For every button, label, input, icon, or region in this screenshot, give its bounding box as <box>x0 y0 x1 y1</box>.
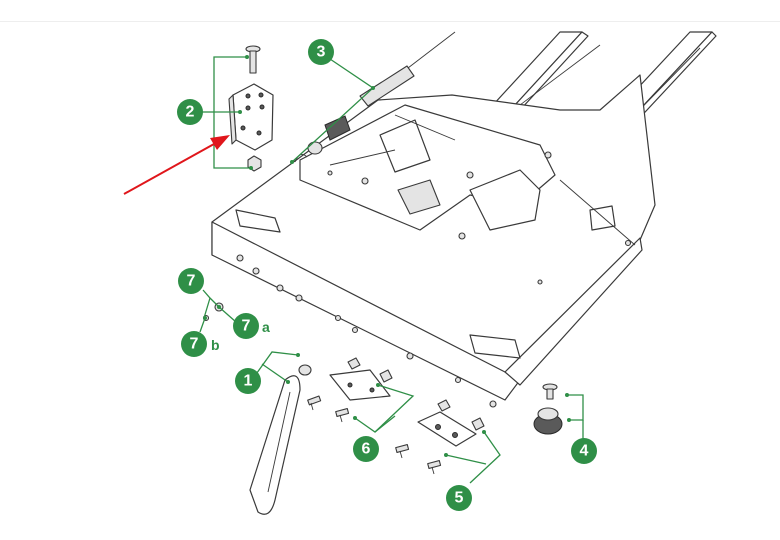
main-frame <box>211 74 656 408</box>
callout-3: 3 <box>308 39 334 65</box>
part-6-clamp <box>329 357 393 423</box>
leader-lines <box>199 55 584 484</box>
part-5-clamp <box>395 399 485 475</box>
svg-text:7: 7 <box>187 273 196 290</box>
callout-7b: 7 <box>181 331 207 357</box>
svg-text:5: 5 <box>455 490 464 507</box>
callout-4: 4 <box>571 438 597 464</box>
part-3-cable-spring <box>294 31 456 163</box>
part-4-roller <box>533 383 563 435</box>
part-2-bracket <box>228 45 274 172</box>
svg-text:7: 7 <box>242 318 251 335</box>
callout-7: 7 <box>178 268 204 294</box>
callout-7a: 7 <box>233 313 259 339</box>
highlight-arrow <box>123 135 230 195</box>
callout-7b-suffix: b <box>211 337 220 353</box>
top-band <box>0 0 780 22</box>
callout-7a-suffix: a <box>262 319 270 335</box>
svg-text:7: 7 <box>190 336 199 353</box>
callout-6: 6 <box>353 436 379 462</box>
frame-holes <box>236 151 632 408</box>
svg-text:4: 4 <box>580 443 589 460</box>
svg-text:3: 3 <box>317 44 326 61</box>
svg-text:6: 6 <box>362 441 371 458</box>
svg-text:1: 1 <box>244 373 253 390</box>
svg-text:2: 2 <box>186 104 195 121</box>
part-1-strap <box>249 364 322 515</box>
callout-2: 2 <box>177 99 203 125</box>
callout-1: 1 <box>235 368 261 394</box>
callout-5: 5 <box>446 485 472 511</box>
